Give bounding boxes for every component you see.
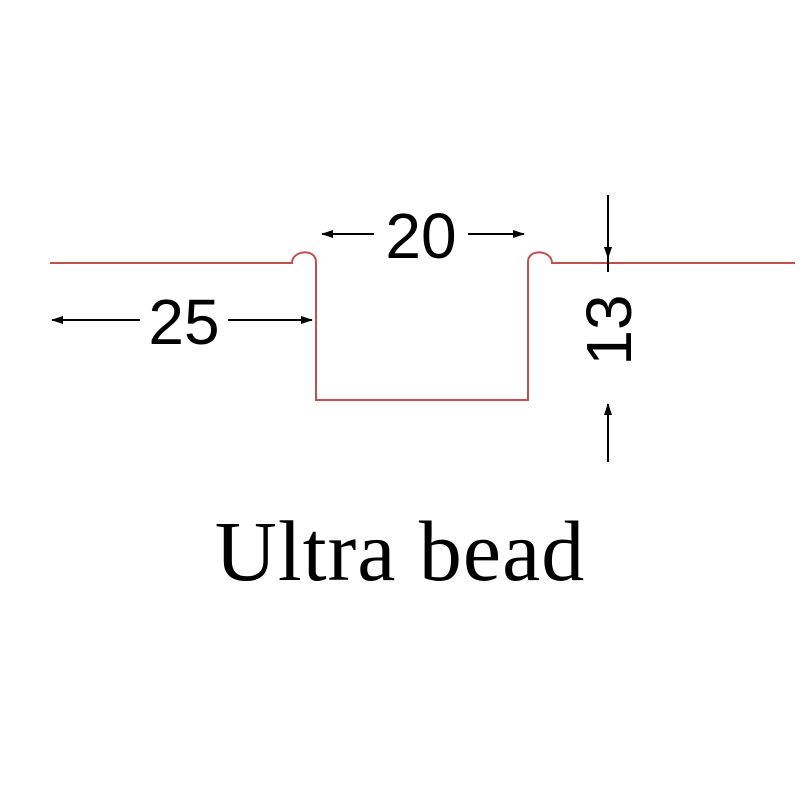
diagram-caption: Ultra bead	[214, 503, 586, 599]
left-offset-dimension: 25	[51, 286, 313, 358]
depth-label: 13	[573, 294, 645, 365]
depth-dimension: 13	[573, 195, 645, 462]
width-dimension-label: 20	[385, 200, 456, 272]
bead-profile-outline	[50, 251, 795, 401]
width-dimension: 20	[321, 200, 525, 272]
left-offset-label: 25	[148, 286, 219, 358]
